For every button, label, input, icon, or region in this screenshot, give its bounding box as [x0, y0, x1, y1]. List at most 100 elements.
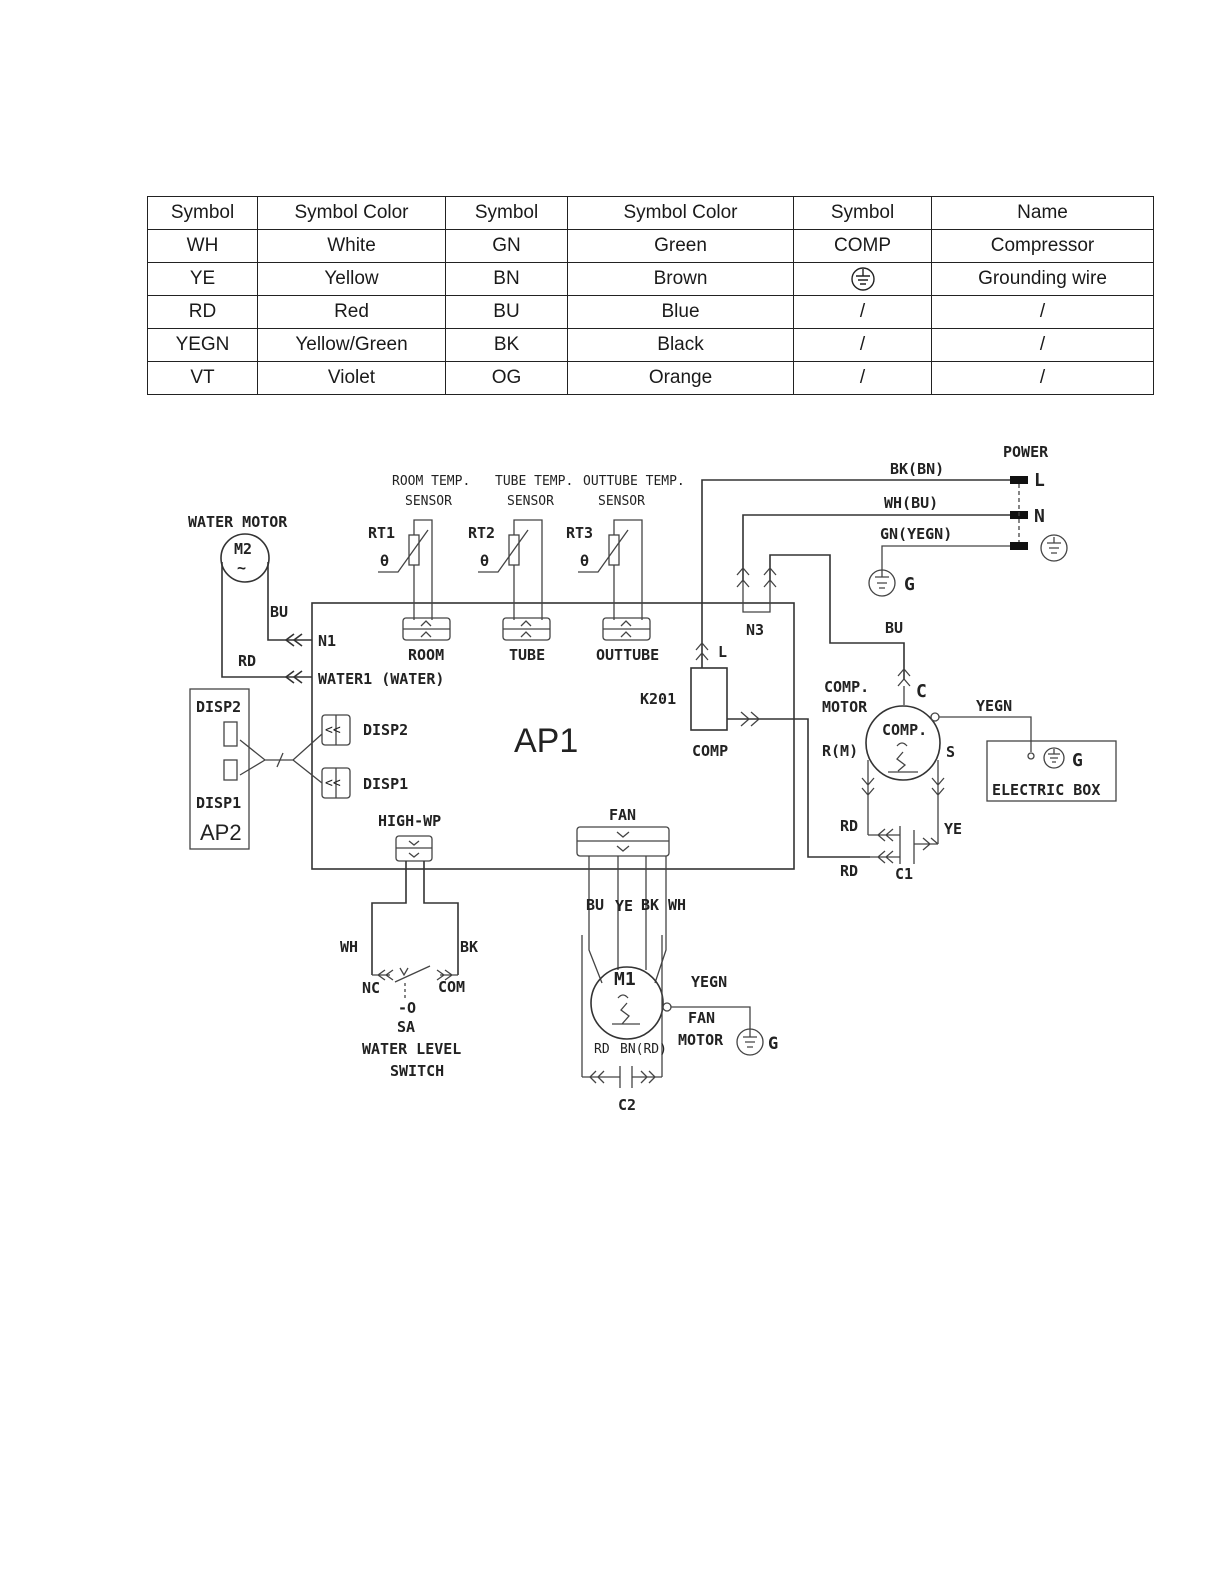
rd-wire-label: RD	[238, 652, 256, 670]
comp-wire	[727, 718, 870, 858]
s-terminal-label: S	[946, 743, 955, 761]
ground-icon	[868, 569, 896, 597]
connector-arrows	[420, 620, 432, 638]
tube-temp-sensor: TUBE TEMP. SENSOR RT2 θ TUBE	[468, 474, 573, 664]
ground-icon	[850, 267, 876, 291]
legend-cell: /	[931, 361, 1154, 395]
compressor-motor: BU C COMP. MOTOR COMP. YEGN R(M) S RD YE…	[822, 619, 1032, 883]
electric-box-outline	[986, 740, 1117, 802]
terminal-ground	[1010, 542, 1028, 550]
fan-motor-m1-icon	[590, 966, 664, 1040]
legend-cell: GN	[445, 229, 568, 263]
sa-label: SA	[397, 1018, 415, 1036]
legend-cell: /	[793, 361, 932, 395]
ground-g-label: G	[1072, 750, 1083, 771]
rd-wire-label: RD	[594, 1042, 610, 1057]
motor-winding-icon	[888, 742, 918, 773]
c1-label: C1	[895, 865, 913, 883]
fan-wire-label-ye: YE	[615, 897, 633, 915]
wh-wire-label: WH	[340, 938, 358, 956]
wh-bu-wire-label: WH(BU)	[884, 494, 938, 512]
bu-wire-label: BU	[885, 619, 903, 637]
disp2-port-label: DISP2	[363, 721, 408, 739]
tube-port-label: TUBE	[509, 646, 545, 664]
arrow-glyph: <<	[325, 776, 341, 791]
power-n-label: N	[1034, 506, 1045, 527]
legend-cell: Grounding wire	[931, 262, 1154, 296]
legend-cell: Blue	[567, 295, 794, 329]
ground-wire	[881, 545, 1010, 570]
c2-label: C2	[618, 1096, 636, 1114]
gn-yegn-wire-label: GN(YEGN)	[880, 525, 952, 543]
ap1-label: AP1	[514, 722, 578, 760]
k201-label: K201	[640, 690, 676, 708]
motor-title: MOTOR	[678, 1031, 724, 1049]
sensor-wires	[513, 519, 543, 620]
fan-wire-label-bk: BK	[641, 896, 659, 914]
ap2-label: AP2	[200, 820, 242, 845]
legend-cell: Compressor	[931, 229, 1154, 263]
fan-wires	[588, 856, 667, 984]
r-terminal-label: R(M)	[822, 742, 858, 760]
legend-cell: /	[931, 328, 1154, 362]
legend-cell: Violet	[257, 361, 446, 395]
legend-cell: Green	[567, 229, 794, 263]
outtube-port-label: OUTTUBE	[596, 646, 659, 664]
ye-wire-label: YE	[944, 820, 962, 838]
electric-box-label: ELECTRIC BOX	[992, 781, 1100, 799]
arrow-glyph: <<	[325, 723, 341, 738]
switch-wires	[371, 861, 459, 975]
comp-port-label: COMP	[692, 742, 728, 760]
yegn-wire-label: YEGN	[976, 697, 1012, 715]
ground-terminal	[930, 712, 940, 722]
m1-label: M1	[614, 969, 636, 990]
c2-capacitor-icon	[589, 1066, 656, 1088]
legend-cell: /	[793, 328, 932, 362]
com-label: COM	[438, 978, 465, 996]
connector-arrows	[740, 711, 760, 727]
legend-cell: Yellow	[257, 262, 446, 296]
header-symbol: Symbol	[147, 196, 258, 230]
disp1-pin	[223, 759, 238, 781]
comp-inner-label: COMP.	[882, 721, 927, 739]
fan-wire-label-bu: BU	[586, 896, 604, 914]
l-label: L	[718, 643, 727, 661]
legend-cell: BU	[445, 295, 568, 329]
outtube-sensor-title2: SENSOR	[598, 494, 645, 509]
fan-port-label: FAN	[609, 806, 636, 824]
disp2-pin	[223, 721, 238, 747]
legend-cell: OG	[445, 361, 568, 395]
legend-cell: BK	[445, 328, 568, 362]
legend-cell: BN	[445, 262, 568, 296]
rd-wire-label: RD	[840, 862, 858, 880]
bu-wire	[267, 562, 312, 641]
connector-arrows	[520, 620, 532, 638]
display-cable	[239, 733, 323, 784]
room-port-label: ROOM	[408, 646, 444, 664]
disp1-port-label: DISP1	[363, 775, 408, 793]
bk-wire-label: BK	[460, 938, 478, 956]
header-symbol-color: Symbol Color	[567, 196, 794, 230]
n1-port-label: N1	[318, 632, 336, 650]
yegn-wire-label: YEGN	[691, 973, 727, 991]
outtube-sensor-title: OUTTUBE TEMP.	[583, 474, 685, 489]
ground-g-label: G	[904, 574, 915, 595]
theta-label: θ	[480, 552, 489, 570]
connector-arrows	[616, 831, 630, 852]
comp-title: COMP.	[824, 678, 869, 696]
n3-connector-icon	[736, 567, 777, 613]
theta-label: θ	[380, 552, 389, 570]
outtube-temp-sensor: OUTTUBE TEMP. SENSOR RT3 θ OUTTUBE	[566, 474, 685, 664]
c-connector	[897, 668, 911, 705]
high-wp-port-label: HIGH-WP	[378, 812, 441, 830]
legend-cell: Black	[567, 328, 794, 362]
legend-header-row: Symbol Symbol Color Symbol Symbol Color …	[147, 196, 1154, 230]
room-sensor-title2: SENSOR	[405, 494, 452, 509]
switch-connectors	[372, 969, 458, 981]
water1-port-label: WATER1 (WATER)	[318, 670, 444, 688]
